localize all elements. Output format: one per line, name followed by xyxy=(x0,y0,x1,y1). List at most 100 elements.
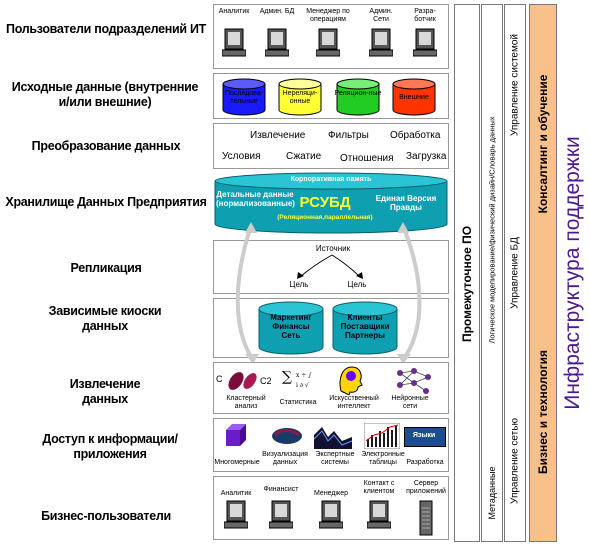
access-label: Экспертные системы xyxy=(315,451,355,466)
computer-icon xyxy=(224,500,248,529)
layer-label-marts: Зависимые киоски данных xyxy=(48,304,162,333)
neural-nodes xyxy=(397,368,431,394)
layer-label-source: Исходные данные (внутренние и/или внешни… xyxy=(11,80,199,109)
cluster-c1: C xyxy=(216,374,223,384)
nonrelational-source-cylinder xyxy=(278,78,322,116)
layer-label-transform: Преобразование данных xyxy=(31,139,181,153)
access-label: Визуализация данных xyxy=(262,451,308,466)
replication-arrows xyxy=(297,254,363,279)
support-infrastructure-label: Инфраструктура поддержки xyxy=(561,136,584,410)
statistics-icon: ∑ x ÷ ∫ i ∂ √ xyxy=(282,369,311,389)
business-user-financier: Финансист xyxy=(260,480,302,530)
external-cyl-top xyxy=(392,78,436,90)
business-user-label: Финансист xyxy=(263,486,299,493)
dwh-center-label: РСУБД xyxy=(299,194,351,211)
mart-cylinder-left xyxy=(258,301,324,355)
mining-label: Искусственный интеллект xyxy=(329,395,379,410)
it-user-dba: Админ. БД xyxy=(258,8,296,58)
formula-glyph: x ÷ ∫ xyxy=(296,372,311,379)
mining-label: Кластерный анализ xyxy=(226,395,266,410)
access-label: Электронные таблицы xyxy=(361,451,405,466)
business-user-client-contact: Контакт с клиентом xyxy=(358,480,400,530)
access-label: Многомерные xyxy=(214,459,260,466)
transform-word: Условия xyxy=(222,151,261,162)
replication-curves xyxy=(235,222,422,364)
system-management-label: Управление системой xyxy=(509,34,521,137)
layer-label-dwh: Хранилище Данных Предприятия xyxy=(5,195,207,209)
cluster-c2: C2 xyxy=(260,376,272,386)
computer-icon xyxy=(367,500,391,529)
curve-left xyxy=(235,225,255,362)
db-management-label: Управление БД xyxy=(509,237,521,309)
middleware-label: Промежуточное ПО xyxy=(460,225,474,342)
transform-word: Отношения xyxy=(340,153,394,164)
layer-label-replication: Репликация xyxy=(70,261,142,275)
arrowhead-right xyxy=(356,272,363,279)
cluster-icon xyxy=(228,372,257,390)
sequential-cyl-body xyxy=(222,84,266,116)
mining-label: Нейронные сети xyxy=(391,395,429,410)
computer-icon xyxy=(265,28,289,57)
dwh-right-label: Единая Версия Правды xyxy=(375,194,437,212)
mart-cylinder-right xyxy=(332,301,398,355)
business-user-label: Контакт с клиентом xyxy=(363,480,395,495)
computer-icon xyxy=(319,500,343,529)
source-label: Нереляци-онные xyxy=(282,90,318,105)
business-user-manager: Менеджер xyxy=(310,480,352,530)
access-panel: Языки Многомерные Визуализация данных Эк… xyxy=(213,418,449,472)
transform-word: Извлечение xyxy=(250,130,306,141)
layer-label-access: Доступ к информации/ приложения xyxy=(42,432,178,461)
source-data-panel: Последова-тельные Нереляци-онные Реляцио… xyxy=(213,73,449,119)
external-cyl-body xyxy=(392,84,436,116)
curve-head-top-left xyxy=(245,222,257,233)
network-management-label: Управление сетью xyxy=(509,417,521,504)
source-label: Последова-тельные xyxy=(224,90,264,105)
business-user-label: Сервер приложений xyxy=(406,480,446,495)
computer-icon xyxy=(413,28,437,57)
source-label: Реляцион-ные xyxy=(334,90,382,97)
it-users-panel: Аналитик Админ. БД Менеджер по операциям… xyxy=(213,4,449,69)
source-label: Внешние xyxy=(399,94,429,101)
computer-icon xyxy=(222,28,246,57)
it-user-ops-manager: Менеджер по операциям xyxy=(306,8,350,58)
nonrelational-cyl-body xyxy=(278,84,322,116)
sequential-source-cylinder xyxy=(222,78,266,116)
neural-network-icon xyxy=(397,368,431,394)
replication-source: Источник xyxy=(315,244,351,253)
data-marts-panel: Маркетинг Финансы Сеть Клиенты Поставщик… xyxy=(213,298,449,358)
it-user-net-admin: Админ. Сети xyxy=(362,8,400,58)
mart-right-top xyxy=(332,301,398,317)
mining-label: Статистика xyxy=(279,399,317,406)
layer-label-mining: Извлечение данных xyxy=(69,377,141,406)
dwh-cylinder xyxy=(214,172,448,234)
metadata-label: Метаданные xyxy=(487,466,497,520)
language-icon xyxy=(404,427,446,447)
transform-word: Сжатие xyxy=(286,151,322,162)
mart-right-body xyxy=(332,309,398,355)
ai-head-icon xyxy=(339,366,363,395)
transform-word: Фильтры xyxy=(328,130,369,141)
transform-word: Загрузка xyxy=(406,151,447,162)
relational-cyl-top xyxy=(336,78,380,90)
it-user-label: Разра-ботчик xyxy=(414,8,436,23)
business-user-label: Аналитик xyxy=(220,490,252,497)
transformation-panel: Извлечение Фильтры Обработка Условия Сжа… xyxy=(213,123,449,169)
server-icon xyxy=(419,500,433,536)
curve-head-bottom-right xyxy=(397,354,411,364)
formula-glyph-2: i ∂ √ xyxy=(296,382,309,389)
mart-left-body xyxy=(258,309,324,355)
computer-icon xyxy=(269,500,293,529)
brain-dot xyxy=(346,371,356,381)
visualization-icon xyxy=(272,428,302,444)
business-tech-label: Бизнес и технология xyxy=(536,350,550,475)
management-bar: Управление сетью Управление БД Управлени… xyxy=(504,4,526,542)
business-user-analyst: Аналитик xyxy=(216,480,256,530)
mart-label-left: Маркетинг Финансы Сеть xyxy=(270,313,312,340)
access-label: Разработка xyxy=(406,459,444,466)
transform-word: Обработка xyxy=(390,130,441,141)
nonrelational-cyl-top xyxy=(278,78,322,90)
support-infrastructure-bar: Инфраструктура поддержки xyxy=(558,4,588,542)
replication-target-right: Цель xyxy=(347,280,367,289)
it-user-label: Аналитик xyxy=(218,8,250,15)
it-user-label: Админ. БД xyxy=(259,8,295,15)
